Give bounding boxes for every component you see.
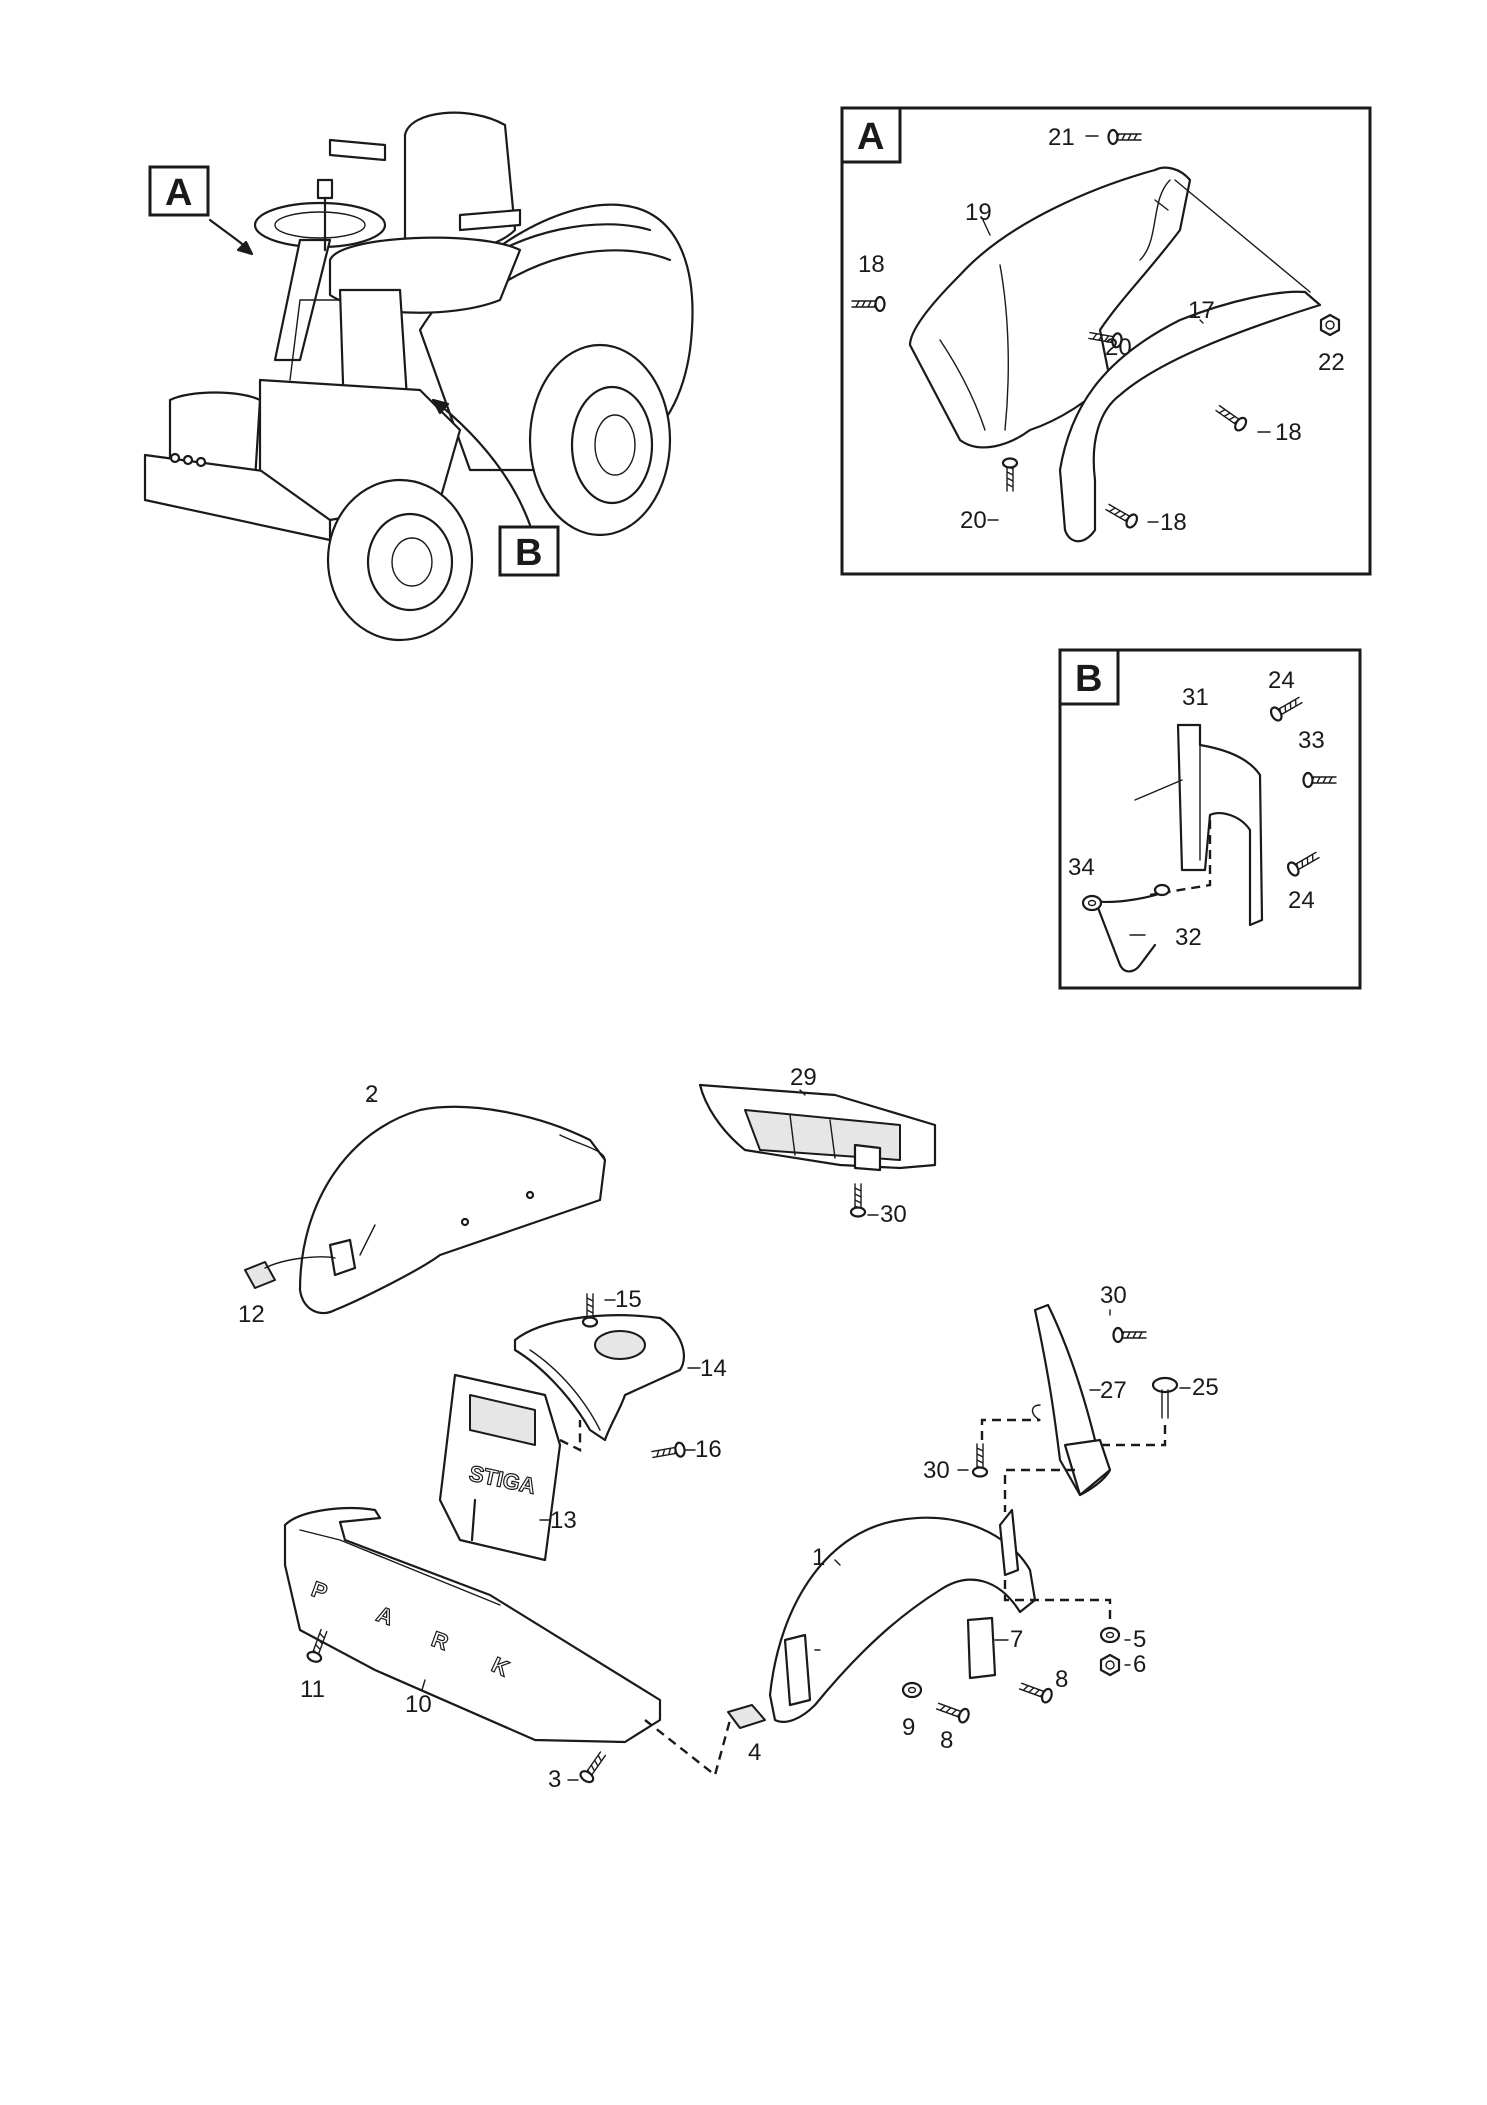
detail-panel-a: A 21 19 18 17 20 22 18 20 18 [840, 106, 1372, 576]
label-13: 13 [550, 1507, 577, 1534]
panel-a-label-19: 19 [965, 199, 992, 226]
label-27: 27 [1100, 1377, 1127, 1404]
panel-b-title: B [1075, 658, 1102, 700]
panel-a-label-20-top: 20 [1105, 334, 1132, 361]
panel-b-label-33: 33 [1298, 727, 1325, 754]
label-11: 11 [300, 1676, 325, 1703]
label-30-top: 30 [880, 1201, 907, 1228]
panel-b-label-31: 31 [1182, 684, 1209, 711]
label-16: 16 [695, 1436, 722, 1463]
detail-panel-b: B 31 24 33 34 24 32 [1058, 648, 1362, 990]
label-25: 25 [1192, 1374, 1219, 1401]
detail-tag-b: B [431, 398, 560, 577]
label-15: 15 [615, 1286, 642, 1313]
label-30-left: 30 [923, 1457, 950, 1484]
panel-a-label-18-right: 18 [1275, 419, 1302, 446]
label-2: 2 [365, 1081, 378, 1108]
label-8-lower: 8 [940, 1727, 953, 1754]
panel-a-title: A [857, 116, 884, 158]
main-exploded-view: 29 30 2 12 15 14 16 STIGA 13 [238, 1064, 1219, 1793]
tractor-overview [143, 111, 694, 642]
panel-a-label-21: 21 [1048, 124, 1075, 151]
label-14: 14 [700, 1355, 727, 1382]
label-5: 5 [1133, 1626, 1146, 1653]
label-7: 7 [1010, 1626, 1023, 1653]
detail-tag-a: A [148, 165, 254, 256]
label-10: 10 [405, 1691, 432, 1718]
label-12: 12 [238, 1301, 265, 1328]
panel-a-label-20-bottom: 20 [960, 507, 987, 534]
label-8-upper: 8 [1055, 1666, 1068, 1693]
panel-a-label-18-left: 18 [858, 251, 885, 278]
label-9: 9 [902, 1714, 915, 1741]
label-3: 3 [548, 1766, 561, 1793]
panel-b-label-34: 34 [1068, 854, 1095, 881]
label-29: 29 [790, 1064, 817, 1091]
panel-b-label-24-bottom: 24 [1288, 887, 1315, 914]
label-1: 1 [812, 1544, 825, 1571]
label-6: 6 [1133, 1651, 1146, 1678]
panel-a-label-18-bottom: 18 [1160, 509, 1187, 536]
panel-b-label-32: 32 [1175, 924, 1202, 951]
detail-tag-a-label: A [165, 172, 192, 214]
panel-a-label-22: 22 [1318, 349, 1345, 376]
panel-b-label-24-top: 24 [1268, 667, 1295, 694]
panel-a-label-17: 17 [1188, 297, 1215, 324]
detail-tag-b-label: B [515, 532, 542, 574]
label-4: 4 [748, 1739, 761, 1766]
label-30-right: 30 [1100, 1282, 1127, 1309]
